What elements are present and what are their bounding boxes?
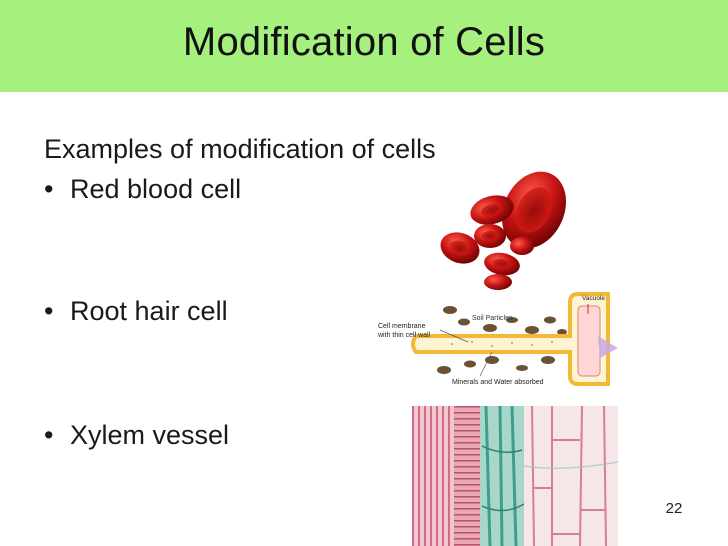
bullet-dot: •: [44, 174, 54, 204]
label-membrane-line1: Cell membrane: [378, 323, 426, 330]
bullet-label: Red blood cell: [70, 174, 242, 204]
bullet-dot: •: [44, 420, 54, 450]
bullet-label: Xylem vessel: [70, 420, 230, 450]
bullet-dot: •: [44, 296, 54, 326]
title-bar: [0, 0, 728, 92]
label-soil-particles: Soil Particles: [472, 315, 513, 322]
bullet-root-hair-cell: • Root hair cell: [44, 296, 228, 327]
red-blood-cells-image: [440, 171, 567, 290]
label-membrane-line2: with thin cell wall: [377, 332, 431, 339]
page-number: 22: [665, 500, 683, 517]
label-minerals-water: Minerals and Water absorbed: [452, 379, 544, 386]
bullet-xylem-vessel: • Xylem vessel: [44, 420, 229, 451]
xylem-vessel-micrograph: [412, 406, 618, 546]
bullet-red-blood-cell: • Red blood cell: [44, 174, 241, 205]
bullet-label: Root hair cell: [70, 296, 228, 326]
root-hair-cell-diagram: Cell membrane with thin cell wall Soil P…: [372, 290, 620, 392]
label-vacuole: Vacuole: [582, 295, 605, 302]
slide-title: Modification of Cells: [182, 20, 546, 64]
intro-text: Examples of modification of cells: [44, 134, 436, 164]
